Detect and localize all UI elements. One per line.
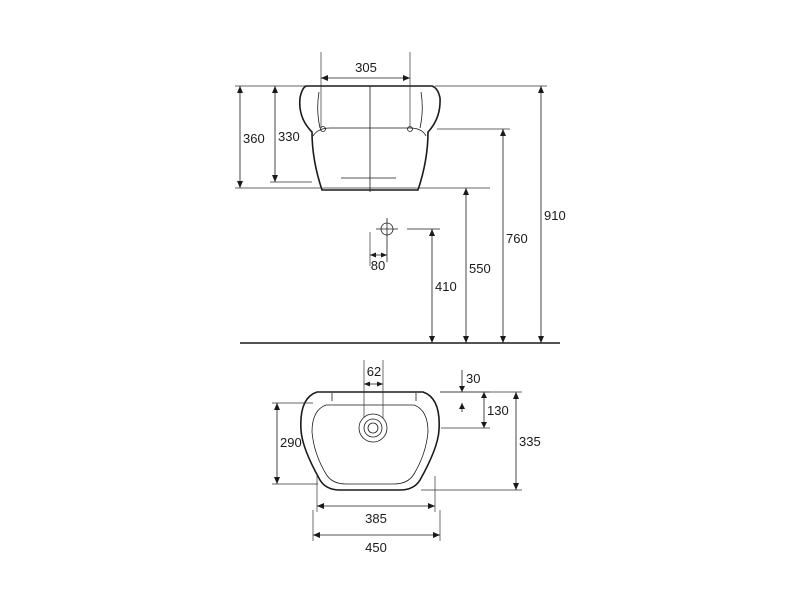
dim-30-label: 30 (466, 371, 480, 386)
dim-330-arrow-top (272, 86, 278, 93)
plan-inner-bowl (311, 404, 429, 485)
dim-130-arrow-bottom (481, 422, 487, 428)
dim-910-arrow-top (538, 86, 544, 93)
dim-385-arrow-right (428, 503, 435, 509)
dim-760-label: 760 (506, 231, 528, 246)
dim-550-label: 550 (469, 261, 491, 276)
dim-62-arrow-left (364, 381, 370, 387)
plan-drain-core (367, 422, 379, 434)
dim-305-arrow-right (403, 75, 410, 81)
dim-80-label: 80 (371, 258, 385, 273)
dim-62-label: 62 (367, 364, 381, 379)
tap-slot-left (317, 91, 321, 129)
dim-360-arrow-top (237, 86, 243, 93)
dim-30-arrow-bottom (459, 403, 465, 409)
plan-drain-inner (363, 418, 383, 438)
dim-290-arrow-top (274, 403, 280, 410)
dim-335-arrow-top (513, 392, 519, 399)
dim-410-arrow-top (429, 229, 435, 236)
dim-80-arrow-left (370, 252, 376, 258)
basin-inner-contour (312, 127, 427, 137)
dim-290-arrow-bottom (274, 477, 280, 484)
dim-760-arrow-top (500, 129, 506, 136)
side-elevation: 305 360 330 80 410 550 (235, 52, 566, 344)
dim-910-arrow-bottom (538, 336, 544, 343)
tap-hole-left (320, 126, 326, 132)
dim-335-label: 335 (519, 434, 541, 449)
dim-130-arrow-top (481, 392, 487, 398)
dim-385-arrow-left (317, 503, 324, 509)
dim-80-arrow-right (381, 252, 387, 258)
basin-outline (298, 85, 441, 191)
dim-910-label: 910 (544, 208, 566, 223)
dim-305-label: 305 (355, 60, 377, 75)
dim-62-arrow-right (377, 381, 383, 387)
dim-330-arrow-bottom (272, 175, 278, 182)
dim-330-label: 330 (278, 129, 300, 144)
dim-760-arrow-bottom (500, 336, 506, 343)
dim-335-arrow-bottom (513, 483, 519, 490)
dim-450-arrow-right (433, 532, 440, 538)
dim-30-arrow-top (459, 386, 465, 392)
dim-450-label: 450 (365, 540, 387, 555)
dim-360-arrow-bottom (237, 181, 243, 188)
dim-130-label: 130 (487, 403, 509, 418)
dim-290-label: 290 (280, 435, 302, 450)
plan-view: 62 30 130 290 335 385 (272, 360, 541, 555)
dim-305-arrow-left (321, 75, 328, 81)
plan-drain-outer (358, 413, 388, 443)
plan-outer-outline (300, 391, 440, 491)
dim-450-arrow-left (313, 532, 320, 538)
dim-550-arrow-top (463, 188, 469, 195)
dim-385-label: 385 (365, 511, 387, 526)
dim-410-arrow-bottom (429, 336, 435, 343)
dim-360-label: 360 (243, 131, 265, 146)
dim-550-arrow-bottom (463, 336, 469, 343)
tap-slot-right (419, 91, 423, 129)
dim-410-label: 410 (435, 279, 457, 294)
